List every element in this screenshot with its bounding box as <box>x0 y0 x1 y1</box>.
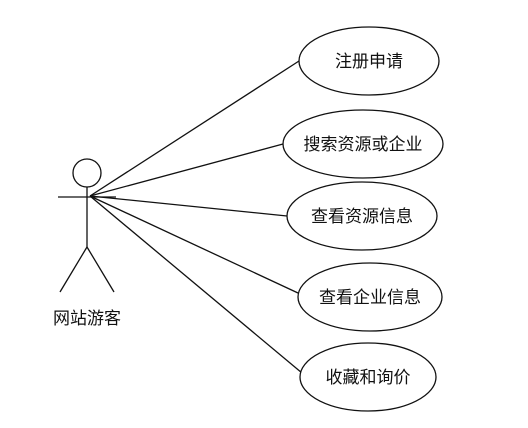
association-line-search <box>89 143 284 197</box>
association-line-view-enterprise <box>89 195 299 294</box>
use-case-register: 注册申请 <box>298 26 440 96</box>
actor-head <box>72 158 102 188</box>
use-case-label: 查看资源信息 <box>311 207 413 227</box>
use-case-label: 搜索资源或企业 <box>304 135 423 155</box>
use-case-ellipse <box>298 26 440 96</box>
use-case-search: 搜索资源或企业 <box>282 109 444 179</box>
use-case-view-resource: 查看资源信息 <box>286 181 438 251</box>
use-case-label: 收藏和询价 <box>326 368 411 388</box>
association-line-favorite <box>89 195 303 374</box>
use-case-ellipse <box>297 262 443 332</box>
association-line-register <box>89 60 300 197</box>
use-case-ellipse <box>282 109 444 179</box>
use-case-ellipse <box>286 181 438 251</box>
use-case-view-enterprise: 查看企业信息 <box>297 262 443 332</box>
associations <box>89 60 303 374</box>
actor-left-leg <box>59 246 88 293</box>
use-case-label: 注册申请 <box>335 52 403 72</box>
actor-label: 网站游客 <box>53 309 121 329</box>
actor-figure <box>58 158 116 293</box>
actor-right-leg <box>86 246 115 293</box>
use-case-ellipse <box>299 342 437 412</box>
use-case-favorite-inquire: 收藏和询价 <box>299 342 437 412</box>
use-case-label: 查看企业信息 <box>319 288 421 308</box>
association-line-view-resource <box>89 195 288 217</box>
